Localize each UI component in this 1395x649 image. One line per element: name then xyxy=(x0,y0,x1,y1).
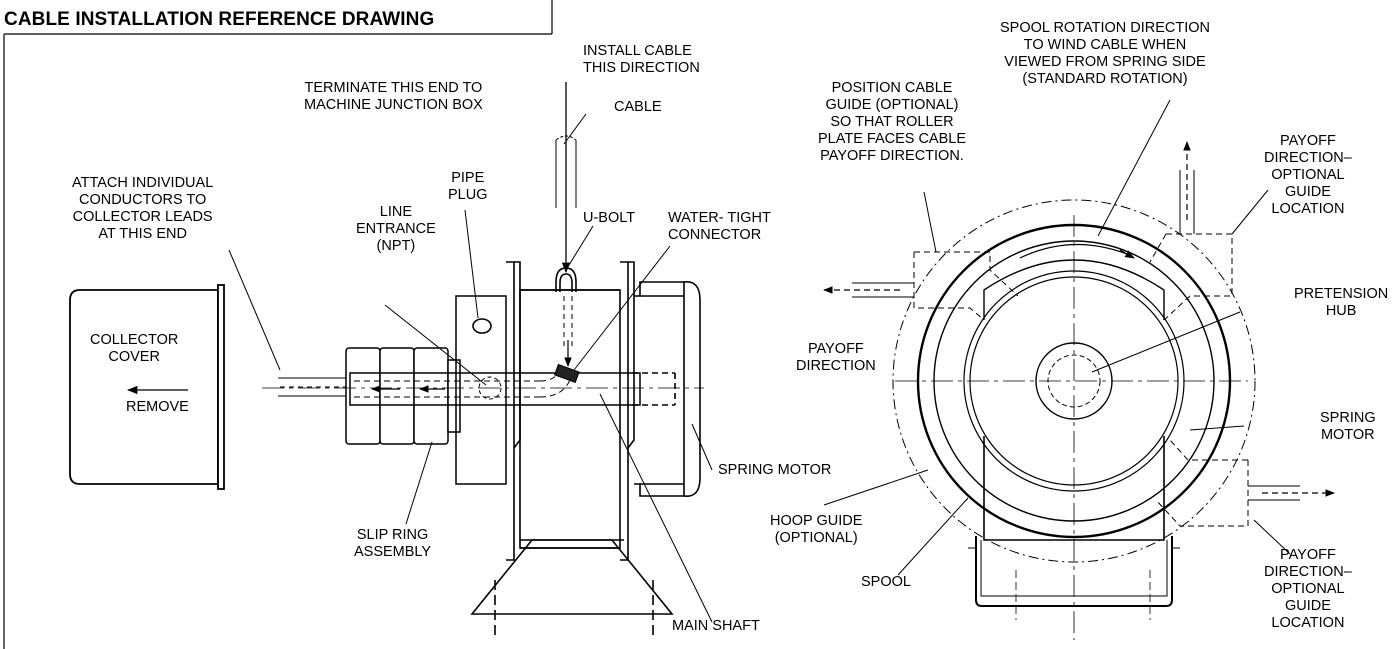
spring-motor-housing xyxy=(632,281,701,497)
rotation-arrow-head xyxy=(1119,249,1135,259)
label-spring-motor-left: SPRING MOTOR xyxy=(718,462,832,478)
slip-ring-assembly-shape xyxy=(345,347,461,445)
pipe-plug-shape xyxy=(472,318,492,334)
label-cable: CABLE xyxy=(614,99,662,115)
collector-plate xyxy=(455,295,507,485)
base-stand xyxy=(470,539,674,640)
page-title: CABLE INSTALLATION REFERENCE DRAWING xyxy=(4,9,435,30)
internal-cable-path xyxy=(354,367,573,398)
collector-cover-shape xyxy=(69,284,225,490)
spool-flanges xyxy=(506,261,635,561)
optional-guides xyxy=(913,233,1249,527)
payoff-arrows xyxy=(823,141,1335,497)
label-main-shaft: MAIN SHAFT xyxy=(672,618,760,634)
title-frame xyxy=(3,0,553,649)
line-entrance-hole xyxy=(478,376,502,400)
end-view xyxy=(892,199,1256,640)
label-hoop-guide: HOOP GUIDE(OPTIONAL) xyxy=(770,513,863,546)
label-remove: REMOVE xyxy=(126,399,189,415)
main-shaft-shape xyxy=(349,372,641,406)
payoff-cables xyxy=(852,170,1300,501)
water-tight-connector-shape xyxy=(553,363,580,384)
right-leaders xyxy=(823,99,1291,576)
label-spool: SPOOL xyxy=(861,574,911,590)
collector-cable xyxy=(278,377,352,397)
label-u-bolt: U-BOLT xyxy=(583,210,636,226)
left-leaders xyxy=(228,113,713,623)
